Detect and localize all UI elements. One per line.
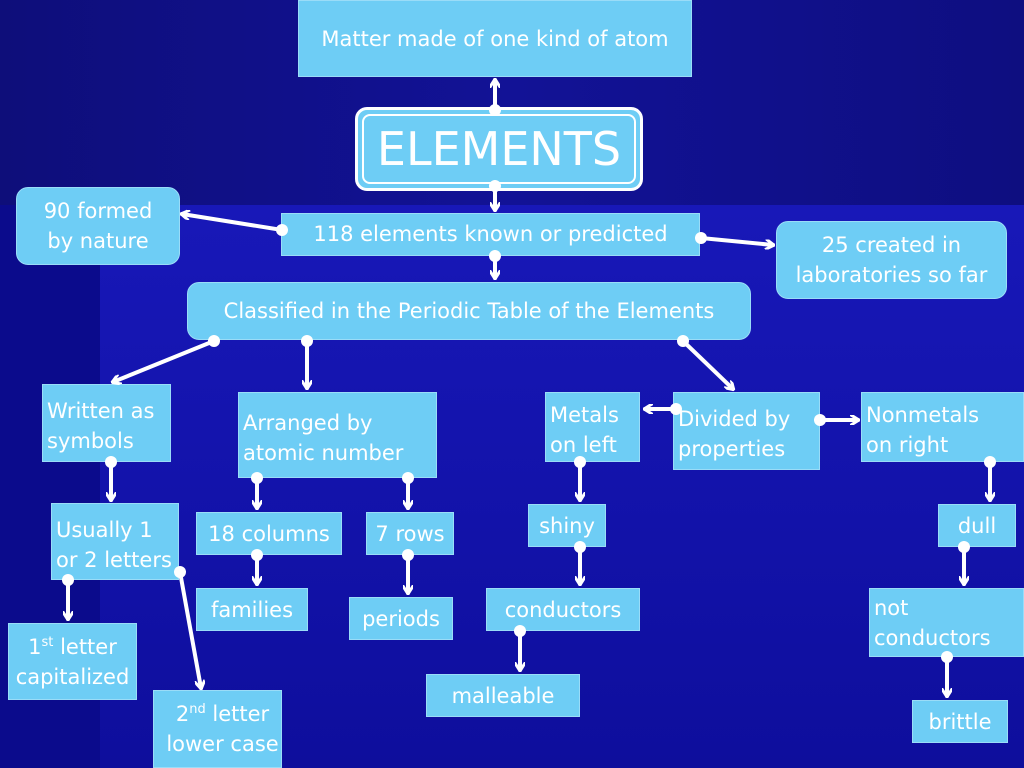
dot-dull — [958, 541, 970, 553]
metals-line1: Metals — [550, 403, 619, 427]
arranged-line1: Arranged by — [243, 411, 373, 435]
nature-box: 90 formed by nature — [16, 187, 180, 265]
malleable-box: malleable — [426, 674, 580, 717]
first-letter-num: 1 — [28, 634, 42, 659]
dot-divided-right — [814, 414, 826, 426]
arrow-classified-to-written — [113, 339, 216, 382]
rows-box: 7 rows — [366, 512, 454, 555]
divided-box: Divided by properties — [673, 392, 820, 470]
columns-text: 18 columns — [208, 521, 330, 546]
matter-box: Matter made of one kind of atom — [298, 0, 692, 77]
usually-box: Usually 1 or 2 letters — [51, 503, 179, 580]
second-letter-rest: letter — [205, 702, 270, 726]
nonmetals-line1: Nonmetals — [866, 403, 980, 427]
second-letter-box: 2nd letter lower case — [153, 690, 282, 768]
dot-divided-left — [670, 403, 682, 415]
classified-text: Classified in the Periodic Table of the … — [223, 299, 715, 323]
divided-line1: Divided by — [678, 407, 791, 431]
dot-usually-left — [62, 574, 74, 586]
dot-elements-top — [489, 104, 501, 116]
dot-written — [105, 456, 117, 468]
usually-line2: or 2 letters — [56, 547, 172, 572]
elements-text: ELEMENTS — [376, 122, 622, 176]
first-letter-sup: st — [41, 634, 54, 650]
matter-text: Matter made of one kind of atom — [321, 26, 669, 51]
dot-elements-bottom — [489, 180, 501, 192]
conductors-box: conductors — [486, 588, 640, 631]
known-text: 118 elements known or predicted — [313, 222, 668, 246]
dot-arranged-left — [251, 472, 263, 484]
second-letter-line2: lower case — [166, 732, 279, 756]
periods-text: periods — [362, 606, 440, 631]
shiny-text: shiny — [539, 513, 595, 538]
conductors-text: conductors — [504, 597, 622, 622]
nature-line2: by nature — [47, 229, 149, 253]
dot-known-left — [276, 224, 288, 236]
columns-box: 18 columns — [196, 512, 342, 555]
nonmetals-line2: on right — [866, 433, 949, 457]
arrow-usually-to-second — [178, 570, 201, 688]
first-letter-rest: letter — [53, 634, 117, 659]
nonmetals-box: Nonmetals on right — [861, 392, 1024, 462]
dot-classified-1 — [208, 335, 220, 347]
arrow-known-to-nature — [182, 214, 284, 232]
families-text: families — [210, 597, 294, 622]
first-letter-box: 1st letter capitalized — [8, 623, 137, 700]
periods-box: periods — [349, 597, 453, 640]
written-line2: symbols — [47, 429, 134, 453]
dot-columns — [251, 549, 263, 561]
first-letter-line2: capitalized — [15, 664, 130, 689]
families-box: families — [196, 588, 308, 631]
dot-notconductors — [941, 651, 953, 663]
second-letter-sup: nd — [189, 702, 206, 717]
brittle-box: brittle — [912, 700, 1008, 743]
dull-text: dull — [957, 513, 997, 538]
second-letter-num: 2 — [175, 702, 190, 726]
usually-line1: Usually 1 — [56, 517, 153, 542]
written-box: Written as symbols — [42, 384, 171, 462]
shiny-box: shiny — [528, 504, 606, 547]
dot-classified-3 — [677, 335, 689, 347]
brittle-text: brittle — [928, 709, 992, 734]
dot-known-right — [695, 232, 707, 244]
created-line2: laboratories so far — [795, 263, 988, 287]
not-conductors-box: not conductors — [869, 588, 1024, 657]
rows-text: 7 rows — [375, 521, 445, 546]
first-letter-line1: 1st letter — [28, 632, 117, 662]
arrow-classified-to-divided — [681, 339, 733, 389]
not-conductors-line2: conductors — [874, 625, 991, 650]
created-line1: 25 created in — [821, 233, 962, 257]
dot-rows — [402, 549, 414, 561]
not-conductors-line1: not — [874, 595, 909, 620]
dot-usually-right — [174, 566, 186, 578]
dot-conductors — [514, 625, 526, 637]
metals-line2: on left — [550, 433, 617, 457]
metals-box: Metals on left — [545, 392, 640, 462]
dot-nonmetals — [984, 456, 996, 468]
nature-line1: 90 formed — [43, 199, 153, 223]
known-box: 118 elements known or predicted — [281, 213, 700, 256]
written-line1: Written as — [47, 399, 155, 423]
dull-box: dull — [938, 504, 1016, 547]
arranged-box: Arranged by atomic number — [238, 392, 437, 478]
dot-known-bottom — [489, 250, 501, 262]
classified-box: Classified in the Periodic Table of the … — [187, 282, 751, 340]
dot-classified-2 — [301, 335, 313, 347]
divided-line2: properties — [678, 437, 786, 461]
dot-metals — [574, 456, 586, 468]
connector-dots — [62, 104, 996, 663]
second-letter-line1: 2nd letter — [176, 699, 269, 729]
dot-arranged-right — [402, 472, 414, 484]
created-box: 25 created in laboratories so far — [776, 221, 1007, 299]
arrow-known-to-created — [699, 236, 773, 245]
dot-shiny — [574, 541, 586, 553]
arranged-line2: atomic number — [243, 441, 404, 465]
malleable-text: malleable — [451, 683, 555, 708]
